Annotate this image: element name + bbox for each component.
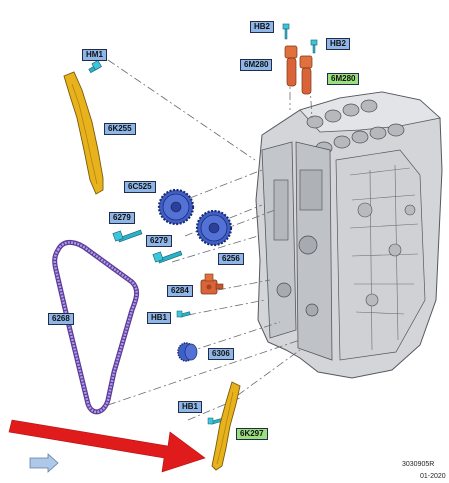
upper-chain-guide [63,71,104,195]
callout-6m280-a: 6M280 [240,59,273,71]
callout-6k297: 6K297 [236,428,268,440]
callout-6256: 6256 [218,253,244,265]
callout-6306: 6306 [208,348,234,360]
callout-6k255: 6K255 [104,123,136,135]
callout-hb1-b: HB1 [178,401,203,413]
camshaft-sprocket-6c525 [157,188,195,226]
timing-chain-6268 [52,240,140,415]
document-number: 3030905R [402,461,435,468]
callout-6c525: 6C525 [124,181,156,193]
bolt-hb1-a [176,310,191,318]
engine-block [255,91,443,379]
bolt-hm1 [88,59,102,74]
callout-hm1: HM1 [82,49,107,61]
chain-tensioner-6284 [200,273,224,295]
crankshaft-sprocket-6306 [177,342,198,362]
document-date: 01-2020 [420,473,446,480]
red-pointer-arrow-icon [8,419,206,473]
assembly-guide-lines [107,59,313,421]
sprocket-bolt-6279-b [152,250,183,264]
callout-6279-b: 6279 [146,235,172,247]
callout-6279-a: 6279 [109,212,135,224]
sprocket-bolt-6279-a [112,229,143,243]
callout-6268: 6268 [48,313,74,325]
callout-hb2-a: HB2 [250,21,275,33]
tensioner-arm-6k297 [211,381,241,471]
callout-hb1-a: HB1 [147,312,172,324]
callout-hb2-b: HB2 [326,38,351,50]
bolt-hb2-a [282,23,290,40]
callout-6284: 6284 [167,285,193,297]
camshaft-sprocket-6256 [195,209,233,247]
orientation-arrow-icon [29,453,59,473]
callout-6m280-b: 6M280 [327,73,360,85]
vct-solenoid-b [299,55,313,95]
vct-solenoid-a [284,45,298,87]
bolt-hb2-b [310,39,318,54]
